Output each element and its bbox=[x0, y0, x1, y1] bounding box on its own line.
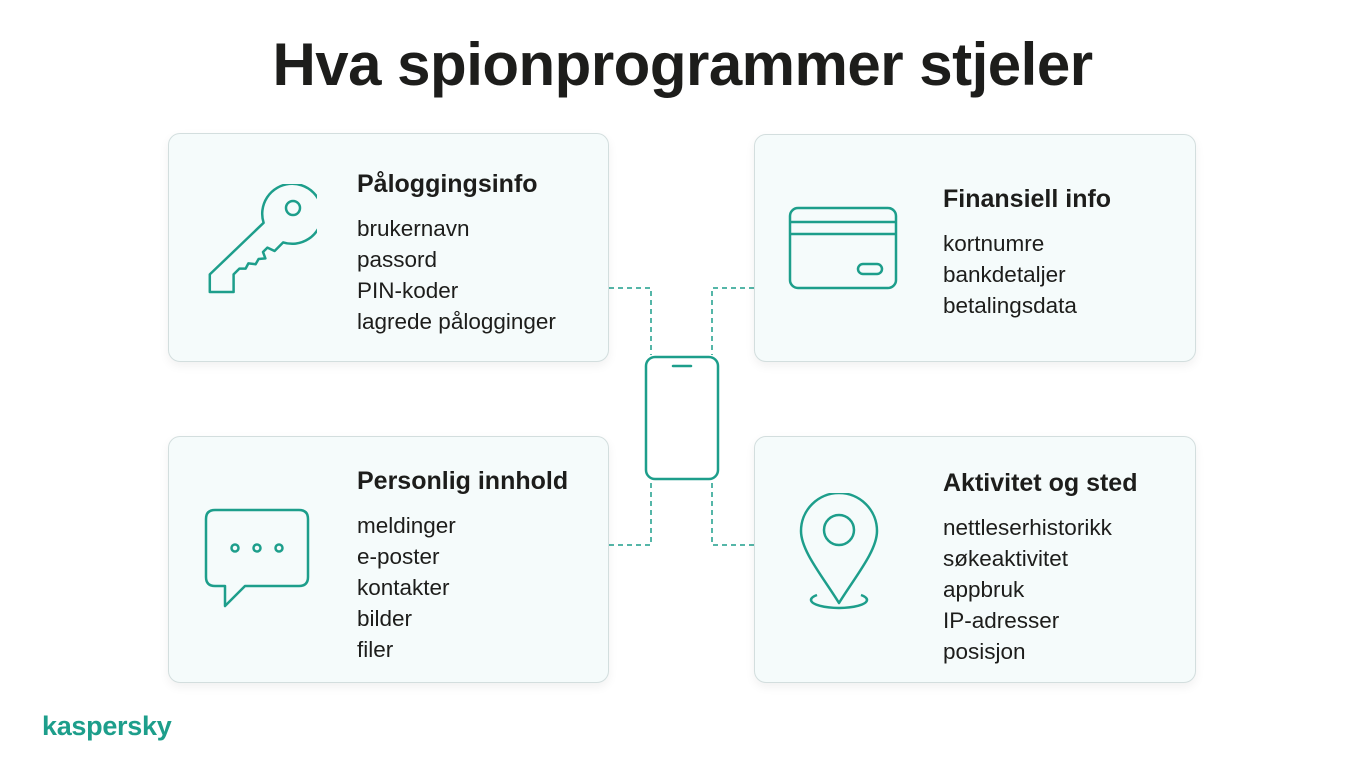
list-item: appbruk bbox=[943, 577, 1025, 602]
card-login-info: Påloggingsinfo brukernavn passord PIN-ko… bbox=[168, 133, 609, 362]
list-item: bilder bbox=[357, 606, 413, 631]
item-list: kortnumre bankdetaljer betalingsdata bbox=[943, 228, 1111, 321]
item-list: nettleserhistorikk søkeaktivitet appbruk… bbox=[943, 512, 1137, 667]
list-item: lagrede pålogginger bbox=[357, 309, 556, 334]
list-item: søkeaktivitet bbox=[943, 546, 1069, 571]
list-item: PIN-koder bbox=[357, 278, 459, 303]
connector-personal bbox=[609, 478, 652, 546]
list-item: kortnumre bbox=[943, 231, 1045, 256]
list-item: posisjon bbox=[943, 639, 1026, 664]
smartphone-icon bbox=[644, 355, 720, 486]
card-title: Finansiell info bbox=[943, 185, 1112, 213]
key-icon bbox=[205, 184, 317, 296]
card-title: Aktivitet og sted bbox=[943, 469, 1138, 497]
connector-login bbox=[609, 287, 652, 355]
list-item: brukernavn bbox=[357, 216, 470, 241]
list-item: kontakter bbox=[357, 575, 450, 600]
list-item: filer bbox=[357, 637, 394, 662]
card-activity-location: Aktivitet og sted nettleserhistorikk søk… bbox=[754, 436, 1196, 683]
item-list: meldinger e-poster kontakter bilder file… bbox=[357, 510, 568, 665]
card-title: Personlig innhold bbox=[357, 467, 569, 495]
connector-activity bbox=[711, 478, 754, 546]
location-pin-icon bbox=[799, 493, 879, 617]
list-item: bankdetaljer bbox=[943, 262, 1066, 287]
item-list: brukernavn passord PIN-koder lagrede pål… bbox=[357, 213, 556, 337]
credit-card-icon bbox=[788, 206, 898, 290]
list-item: IP-adresser bbox=[943, 608, 1060, 633]
chat-bubble-icon bbox=[204, 508, 312, 610]
kaspersky-logo: kaspersky bbox=[42, 711, 172, 741]
page-title: Hva spionprogrammer stjeler bbox=[272, 31, 1093, 98]
list-item: betalingsdata bbox=[943, 293, 1077, 318]
card-title: Påloggingsinfo bbox=[357, 170, 538, 198]
card-financial-info: Finansiell info kortnumre bankdetaljer b… bbox=[754, 134, 1196, 362]
list-item: meldinger bbox=[357, 513, 456, 538]
list-item: nettleserhistorikk bbox=[943, 515, 1112, 540]
card-personal-content: Personlig innhold meldinger e-poster kon… bbox=[168, 436, 609, 683]
list-item: e-poster bbox=[357, 544, 440, 569]
list-item: passord bbox=[357, 247, 438, 272]
connector-finance bbox=[711, 287, 754, 355]
